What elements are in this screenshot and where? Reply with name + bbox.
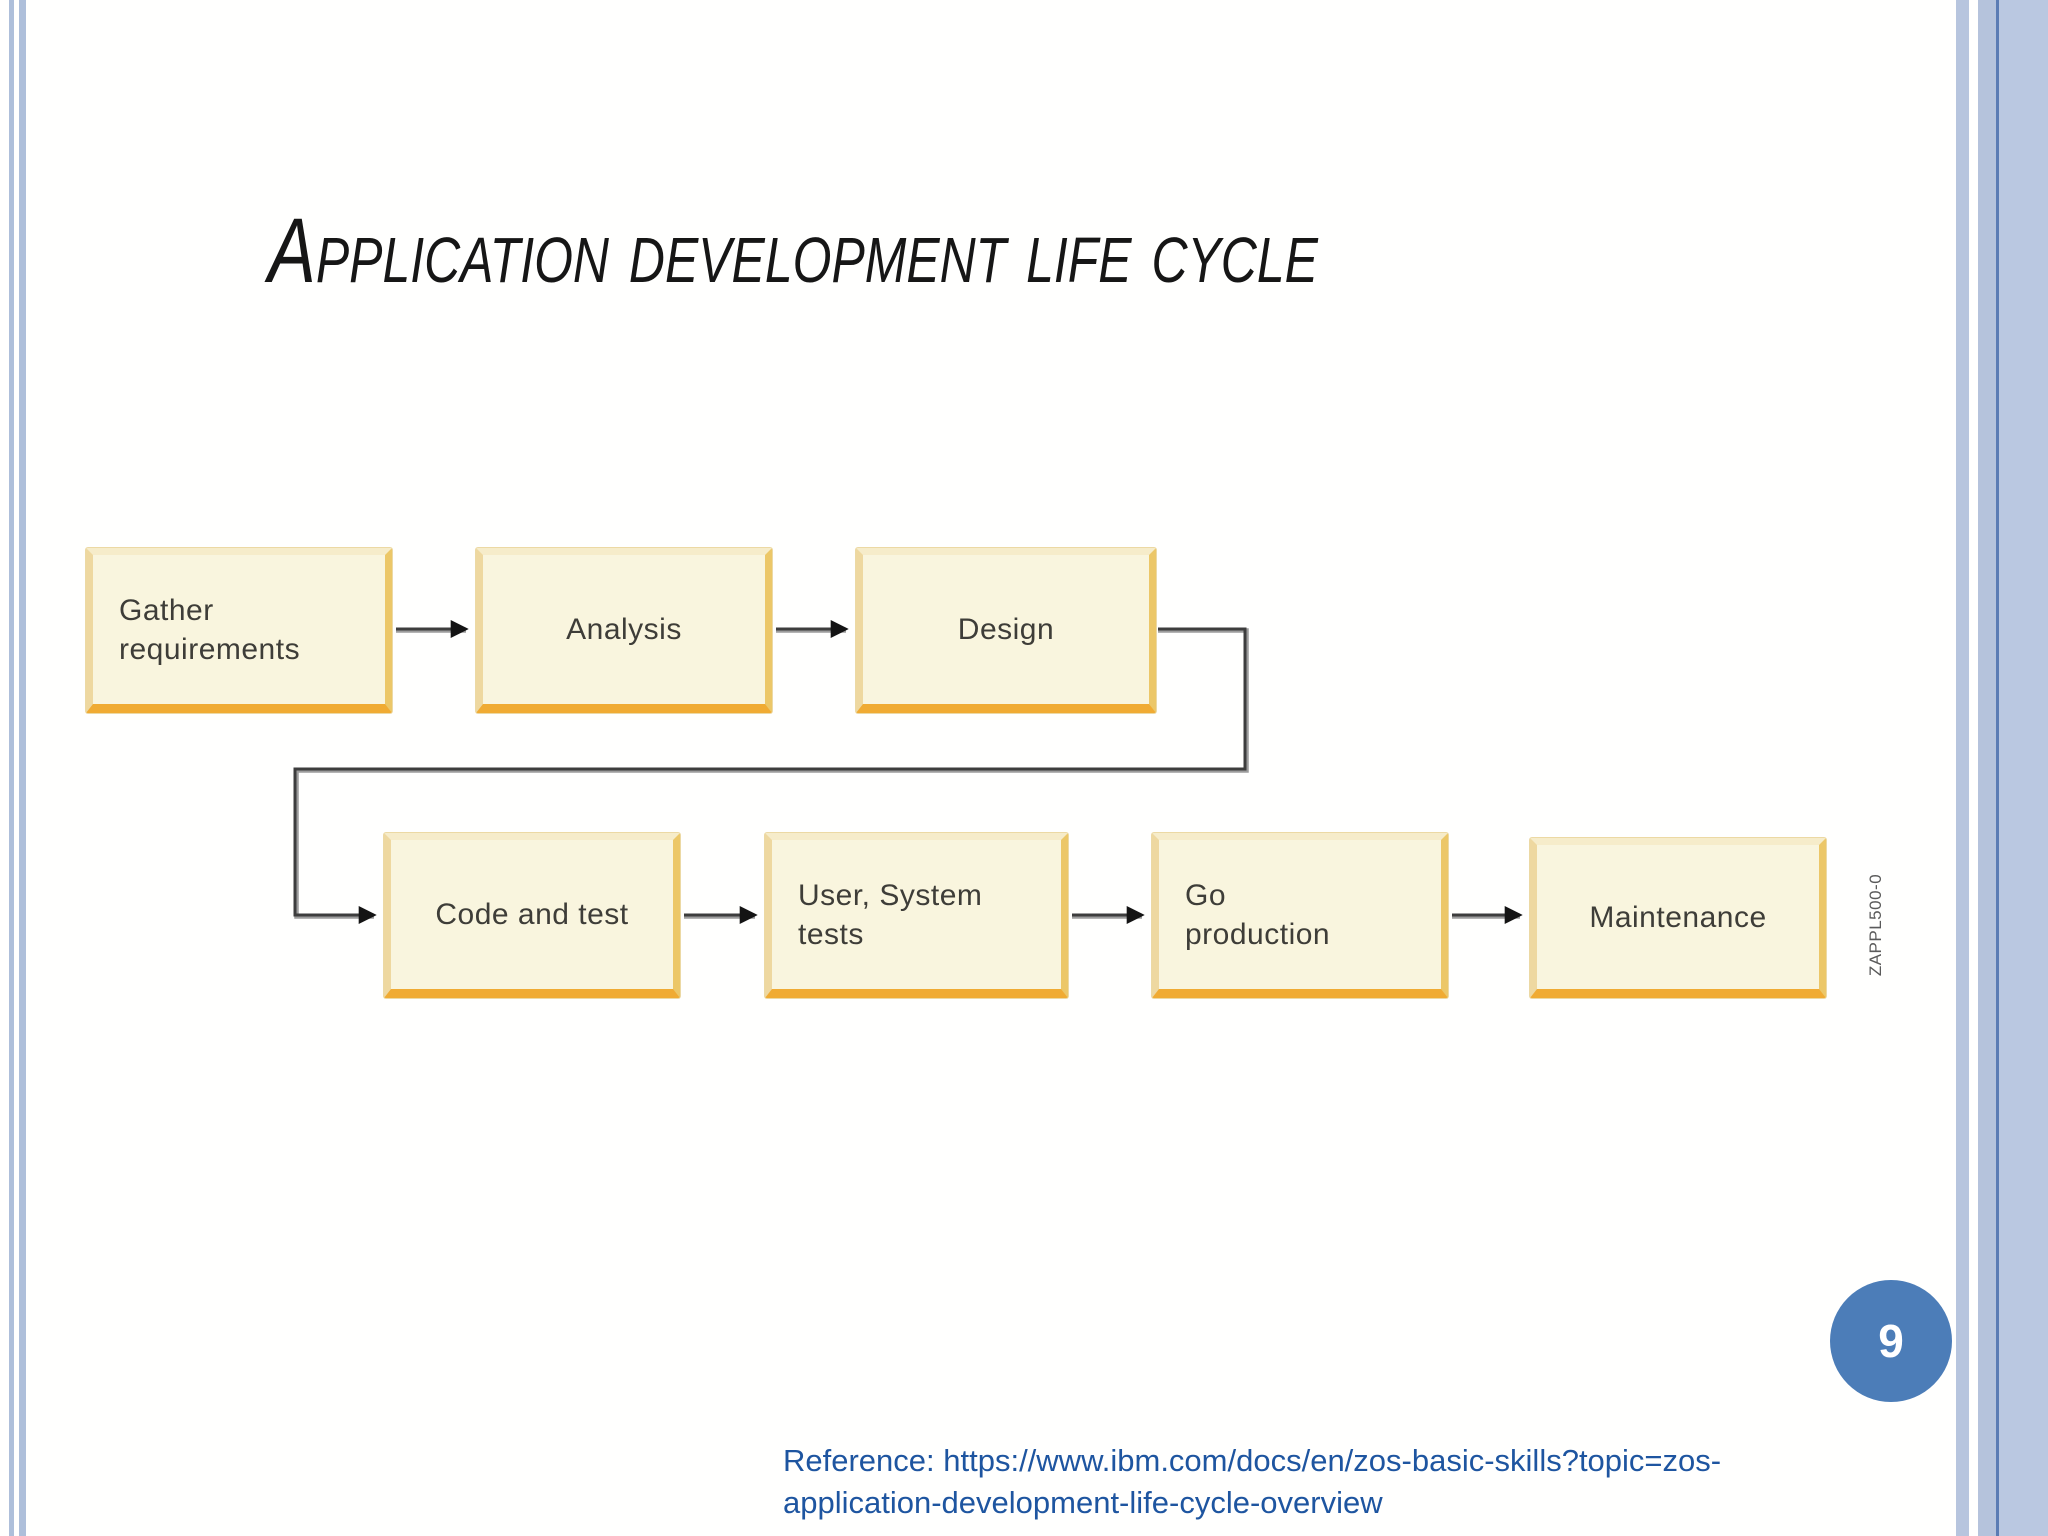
page-number-badge: 9 [1830,1280,1952,1402]
flow-box-go-production: Go production [1152,833,1448,998]
figure-id-label: ZAPPL500-0 [1866,873,1885,977]
flow-box-analysis: Analysis [476,548,772,713]
flow-box-label: Analysis [566,613,682,646]
flow-box-label: Gather requirements [119,593,301,666]
left-border-stripe-thin [9,0,14,1536]
flow-box-label: Code and test [435,898,629,931]
flow-box-label: User, System tests [798,878,983,951]
right-border-band-inner [1978,0,1996,1536]
page-title: Application development life cycle [268,200,1318,302]
page-number: 9 [1878,1315,1904,1367]
reference-line-1[interactable]: Reference: https://www.ibm.com/docs/en/z… [783,1443,1722,1478]
right-border-stripe-thin [1956,0,1969,1536]
flow-box-label: Go production [1185,878,1331,951]
left-border-stripe-wide [19,0,26,1536]
reference-link[interactable]: Reference: https://www.ibm.com/docs/en/z… [783,1440,1933,1524]
right-border-band-outer [1999,0,2048,1536]
flow-box-label: Design [957,613,1055,646]
flow-box-design: Design [856,548,1156,713]
flow-box-label: Maintenance [1589,900,1767,934]
flow-box-user-system-tests: User, System tests [765,833,1068,998]
flow-box-maintenance: Maintenance [1530,838,1826,998]
reference-line-2[interactable]: application-development-life-cycle-overv… [783,1485,1383,1520]
right-border-accent-line [1996,0,1999,1536]
flow-box-gather-requirements: Gather requirements [86,548,392,713]
flow-box-code-and-test: Code and test [384,833,680,998]
